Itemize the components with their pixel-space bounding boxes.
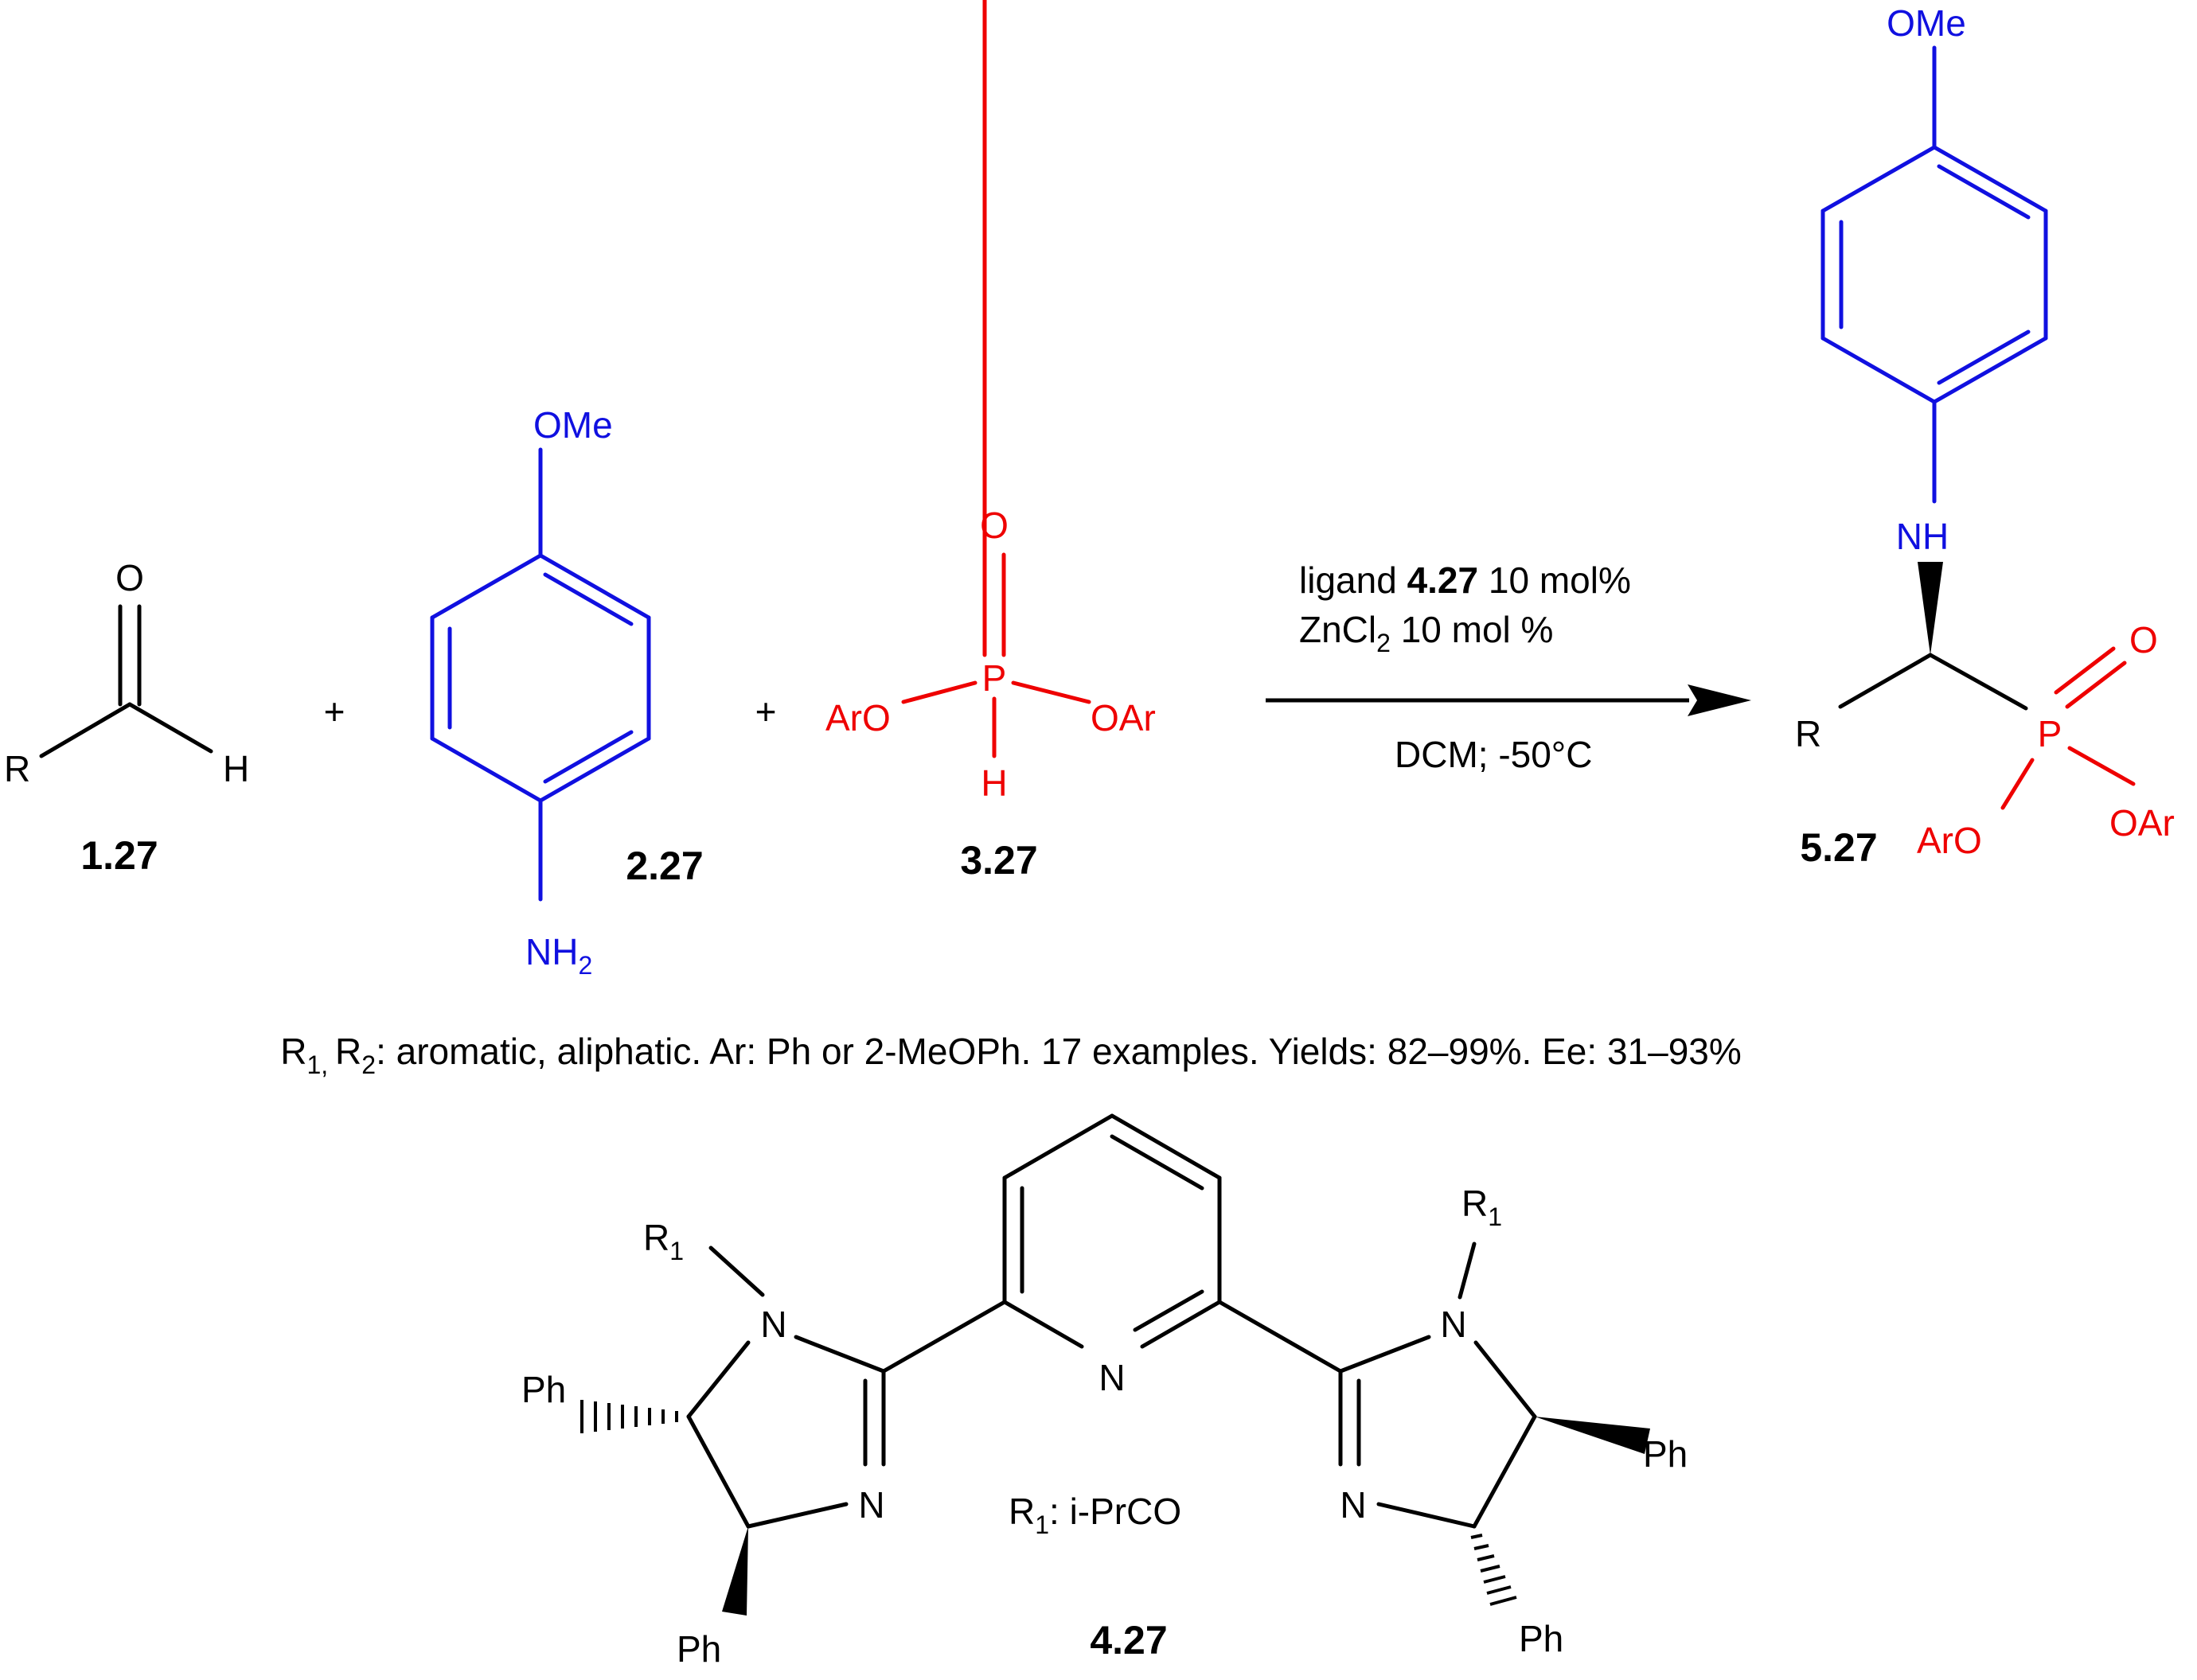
ligand-r1-note: R1: i-PrCO bbox=[1009, 1491, 1181, 1539]
compound-2-27: OMe NH2 2.27 bbox=[430, 404, 704, 980]
conditions-ligand: ligand 4.27 10 mol% bbox=[1299, 559, 1631, 601]
plus-sign-2: + bbox=[755, 691, 777, 732]
product-nh-label: NH bbox=[1896, 516, 1949, 557]
right-ph-upper-label: Ph bbox=[1643, 1433, 1688, 1475]
phosphite-p-label: P bbox=[982, 657, 1007, 699]
solid-wedge-left bbox=[722, 1526, 748, 1616]
left-imidazoline bbox=[686, 1245, 886, 1529]
left-ph-lower-label: Ph bbox=[677, 1628, 721, 1670]
aldehyde-r-label: R bbox=[4, 748, 30, 789]
pyridine-ring bbox=[881, 1113, 1343, 1374]
compound-4-27: N N N N N R1 R1 Ph Ph Ph Ph R1: i-PrCO 4… bbox=[521, 1113, 1688, 1670]
compound-id-3-27: 3.27 bbox=[960, 838, 1037, 883]
aldehyde-h-label: H bbox=[223, 748, 249, 789]
scope-summary: R1, R2: aromatic, aliphatic. Ar: Ph or 2… bbox=[280, 1031, 1742, 1079]
right-r1-label: R1 bbox=[1461, 1183, 1502, 1231]
right-n1-label: N bbox=[1440, 1304, 1466, 1345]
right-imidazoline bbox=[1338, 1241, 1537, 1529]
aldehyde-bonds bbox=[39, 604, 213, 758]
anisidine-ome-label: OMe bbox=[533, 404, 613, 446]
solid-wedge-right bbox=[1535, 1417, 1650, 1454]
conditions-catalyst: ZnCl2 10 mol % bbox=[1299, 609, 1553, 657]
hashed-wedge-left bbox=[580, 1400, 678, 1433]
product-oar-label: OAr bbox=[2109, 802, 2175, 844]
compound-id-1-27: 1.27 bbox=[80, 833, 158, 878]
phosphite-bonds bbox=[901, 0, 1091, 758]
product-backbone bbox=[1838, 653, 2028, 711]
left-r1-label: R1 bbox=[643, 1217, 684, 1265]
compound-3-27: O P H ArO OAr 3.27 bbox=[825, 0, 1156, 883]
product-r-label: R bbox=[1795, 713, 1821, 754]
phosphite-aro-label: ArO bbox=[825, 697, 891, 739]
phosphite-oar-label: OAr bbox=[1091, 697, 1156, 739]
product-p-label: P bbox=[2038, 713, 2062, 754]
product-phosphonate-bonds bbox=[2000, 646, 2136, 810]
conditions-solvent-temp: DCM; -50°C bbox=[1395, 734, 1592, 775]
product-ome-label: OMe bbox=[1887, 2, 1966, 44]
anisidine-nh2-label: NH2 bbox=[525, 931, 592, 980]
left-ph-upper-label: Ph bbox=[521, 1369, 566, 1410]
phosphite-o-label: O bbox=[980, 505, 1009, 546]
product-o-label: O bbox=[2129, 619, 2158, 661]
anisidine-ring bbox=[430, 447, 651, 902]
hashed-wedge-right bbox=[1470, 1534, 1517, 1606]
pyridine-n-label: N bbox=[1098, 1357, 1125, 1398]
reaction-arrow bbox=[1266, 684, 1751, 716]
compound-id-5-27: 5.27 bbox=[1800, 825, 1877, 870]
left-n3-label: N bbox=[858, 1484, 884, 1526]
right-ph-lower-label: Ph bbox=[1519, 1618, 1563, 1659]
plus-sign-1: + bbox=[324, 691, 345, 732]
compound-5-27: OMe NH R P O ArO OAr 5.27 bbox=[1795, 2, 2175, 870]
left-n1-label: N bbox=[760, 1304, 786, 1345]
compound-1-27: O R H 1.27 bbox=[4, 557, 249, 878]
right-n3-label: N bbox=[1340, 1484, 1366, 1526]
phosphite-h-label: H bbox=[981, 762, 1007, 804]
product-aro-label: ArO bbox=[1917, 820, 1982, 861]
compound-id-2-27: 2.27 bbox=[626, 844, 703, 888]
aldehyde-o-label: O bbox=[115, 557, 144, 598]
product-aryl-ring bbox=[1820, 45, 2048, 504]
compound-id-4-27: 4.27 bbox=[1090, 1618, 1167, 1662]
stereo-wedge-bond bbox=[1918, 562, 1943, 655]
